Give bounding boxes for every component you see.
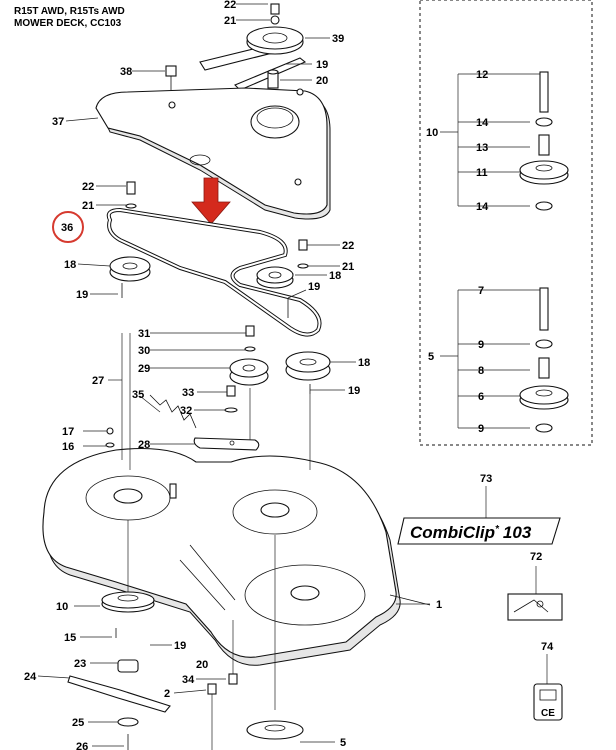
part-label: 17 (62, 426, 74, 438)
part-label: 19 (174, 640, 186, 652)
part-label: 35 (132, 389, 144, 401)
part-label: 26 (76, 741, 88, 750)
part-label: 24 (24, 671, 37, 683)
tension-pulley-29 (229, 325, 269, 386)
bolt-17-16 (105, 427, 115, 448)
part-label: 18 (329, 270, 341, 282)
belt-cover-37 (95, 87, 331, 220)
highlight-circle-36 (52, 211, 84, 243)
part-label: 39 (332, 33, 344, 45)
part-label: 2 (164, 688, 170, 700)
part-label: 19 (316, 59, 328, 71)
part-label: 22 (224, 0, 236, 11)
part-label: 73 (480, 473, 492, 485)
fasteners-2-20-34 (173, 673, 238, 695)
part-label-highlighted: 36 (61, 222, 73, 234)
decal-brand-text: CombiClip*103 (410, 523, 532, 542)
part-label: 21 (82, 200, 94, 212)
part-label: 7 (478, 285, 484, 297)
diagram-title-line-2: MOWER DECK, CC103 (14, 18, 122, 29)
ce-mark-text: CE (541, 708, 555, 719)
part-label: 9 (478, 423, 484, 435)
warning-decal-72 (507, 566, 563, 621)
part-label: 18 (64, 259, 76, 271)
part-label: 74 (541, 641, 554, 653)
part-label: 1 (436, 599, 442, 611)
part-label: 20 (316, 75, 328, 87)
spindle-10-inset-detail (440, 71, 569, 211)
combiclip-decal-73: CombiClip*103 (397, 486, 561, 545)
spring-35 (149, 394, 197, 429)
tension-arm-28 (193, 437, 260, 451)
part-label: 29 (138, 363, 150, 375)
part-label: 37 (52, 116, 64, 128)
red-indicator-arrow (191, 177, 231, 225)
spindle-inset-frame (419, 0, 593, 446)
part-label: 10 (56, 601, 68, 613)
idler-pulley-middle-18 (256, 239, 309, 318)
part-label: 23 (74, 658, 86, 670)
part-label: 25 (72, 717, 84, 729)
part-label: 22 (342, 240, 354, 252)
part-label: 34 (182, 674, 195, 686)
part-label: 72 (530, 551, 542, 563)
part-label: 14 (476, 117, 489, 129)
part-label: 31 (138, 328, 150, 340)
part-label: 15 (64, 632, 76, 644)
part-label: 9 (478, 339, 484, 351)
part-label: 6 (478, 391, 484, 403)
top-pulley-39 (199, 3, 307, 91)
part-label: 14 (476, 201, 489, 213)
part-label: 22 (82, 181, 94, 193)
part-label: 10 (426, 127, 438, 139)
idler-pulley-right-18 (285, 351, 331, 394)
part-label: 27 (92, 375, 104, 387)
mower-deck-housing-1 (42, 448, 431, 666)
part-label: 18 (358, 357, 370, 369)
diagram-title-line-1: R15T AWD, R15Ts AWD (14, 6, 125, 17)
part-label: 5 (428, 351, 434, 363)
bolt-33-washer-32 (224, 385, 238, 413)
bolt-38 (165, 65, 177, 90)
part-label: 12 (476, 69, 488, 81)
leader-lines (65, 3, 430, 750)
ce-decal-74: CE (533, 654, 563, 721)
part-label: 30 (138, 345, 150, 357)
drive-belt-36-inner (107, 208, 321, 336)
part-label: 33 (182, 387, 194, 399)
bolt-22-washer-21 (125, 181, 137, 209)
part-label: 21 (224, 15, 236, 27)
part-label: 21 (342, 261, 354, 273)
part-label: 19 (76, 289, 88, 301)
part-label: 13 (476, 142, 488, 154)
part-label: 5 (340, 737, 346, 749)
part-label: 8 (478, 365, 484, 377)
part-label: 20 (196, 659, 208, 671)
spindle-5-inset-detail (440, 287, 569, 433)
spindle-assembly-lower-right (246, 720, 335, 743)
spindle-assembly-lower-left (37, 591, 172, 750)
part-label: 16 (62, 441, 74, 453)
part-label: 32 (180, 405, 192, 417)
part-labels: 22 21 39 38 19 20 37 22 21 36 22 21 18 1… (24, 0, 554, 750)
part-label: 38 (120, 66, 132, 78)
part-label: 28 (138, 439, 150, 451)
part-label: 11 (476, 167, 488, 179)
part-label: 19 (308, 281, 320, 293)
spacer-20 (267, 69, 279, 89)
idler-pulley-left-18 (109, 256, 151, 298)
part-label: 19 (348, 385, 360, 397)
